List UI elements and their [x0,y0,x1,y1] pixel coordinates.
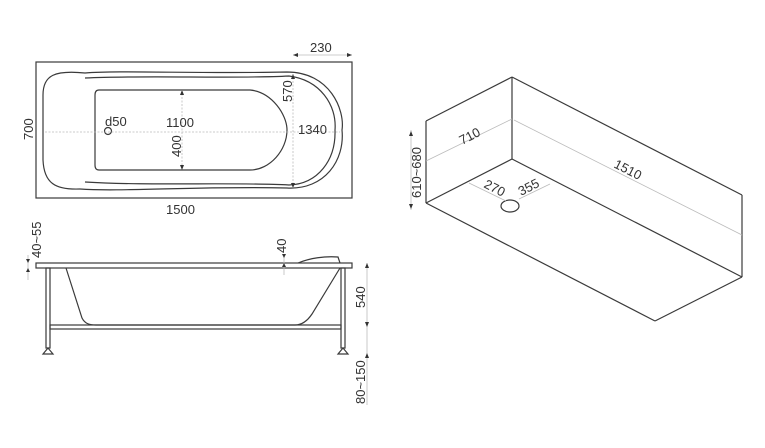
rim [35,262,353,269]
headrest-width-label: 230 [310,40,332,55]
top-view: 230 700 d50 1100 400 570 1340 1500 [21,40,353,217]
crossbar [49,324,342,330]
basin-outline [94,89,288,171]
drain-y-label: 355 [516,175,542,198]
tub-outline [42,71,343,191]
depth-label: 540 [353,286,368,308]
leg-height-label: 80~150 [353,360,368,404]
width-label: 700 [21,118,36,140]
rim-label: 40~55 [29,221,44,258]
basin-width-label: 400 [169,135,184,157]
drain-icon [103,126,113,136]
box-outline [425,76,743,322]
foot-left [41,347,55,355]
drain-icon [500,199,520,213]
iso-length-label: 1510 [612,156,645,182]
drain-label: d50 [105,114,127,129]
leg-right [340,267,346,349]
tub-inner-edge [84,75,336,186]
foot-right [336,347,350,355]
leg-left [45,267,51,349]
tub-profile [65,267,341,326]
headrest [297,256,341,264]
inner-width-label: 570 [280,80,295,102]
outer-rim [35,61,353,199]
drain-x-label: 270 [482,176,508,199]
inner-length-label: 1340 [298,122,327,137]
iso-view: 710 1510 270 355 610~680 [409,76,743,322]
headrest-height-label: 40 [274,239,289,253]
iso-height-label: 610~680 [409,147,424,198]
side-view: 40~55 40 540 80~150 [26,221,369,405]
basin-length-label: 1100 [166,115,194,130]
length-label: 1500 [166,202,195,217]
